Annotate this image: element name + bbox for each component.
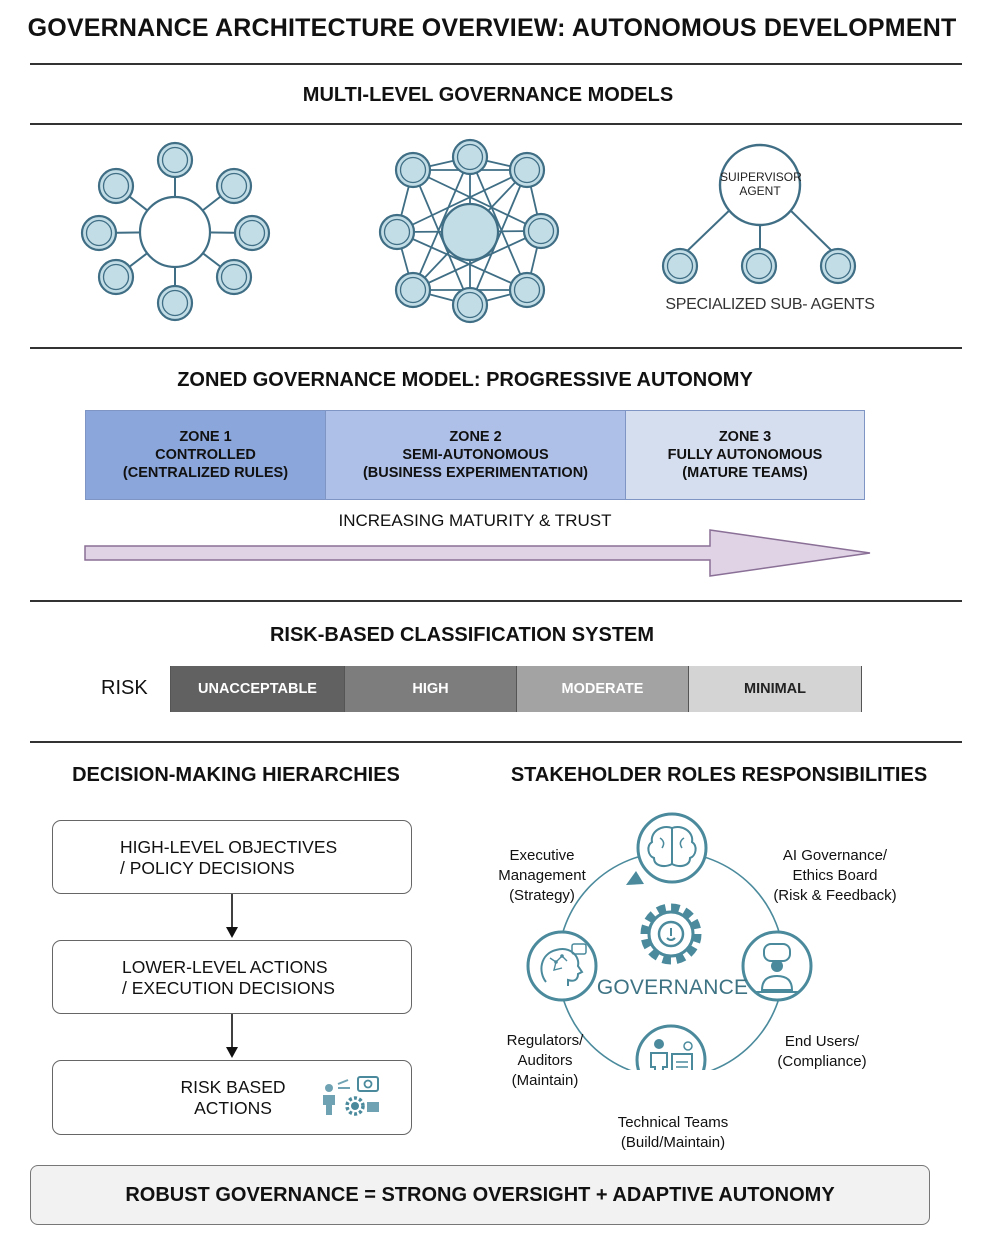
decision-line: ACTIONS [194, 1098, 272, 1118]
stakeholder-line: Management [498, 867, 586, 884]
agent-node [215, 258, 253, 296]
divider [30, 63, 962, 65]
stakeholder-technical-label: Technical Teams (Build/Maintain) [598, 1113, 748, 1153]
decision-line: / POLICY DECISIONS [120, 858, 295, 878]
stakeholder-line: Technical Teams [617, 1114, 729, 1131]
hub-node [440, 202, 500, 262]
stakeholder-line: (Risk & Feedback) [773, 887, 897, 904]
decision-box-policy: HIGH-LEVEL OBJECTIVES / POLICY DECISIONS [52, 820, 412, 894]
section-title-zoned: ZONED GOVERNANCE MODEL: PROGRESSIVE AUTO… [177, 369, 753, 391]
divider [30, 123, 962, 125]
decision-line: HIGH-LEVEL OBJECTIVES [120, 837, 338, 857]
sub-agents-label: SPECIALIZED SUB- AGENTS [665, 296, 875, 313]
supervisor-model [661, 143, 857, 285]
zone-label: ZONE 1 [179, 429, 232, 445]
decision-line: / EXECUTION DECISIONS [122, 978, 335, 998]
agent-node [97, 167, 135, 205]
governance-models-diagram [80, 138, 857, 324]
stakeholder-line: Regulators/ [506, 1032, 584, 1049]
sub-agent-node [740, 247, 778, 285]
agent-node [97, 258, 135, 296]
decision-box-execution: LOWER-LEVEL ACTIONS / EXECUTION DECISION… [52, 940, 412, 1014]
agent-node [451, 138, 489, 176]
agent-node [156, 141, 194, 179]
decision-line: RISK BASED [180, 1077, 286, 1097]
agent-gear-icon [323, 1076, 379, 1116]
supervisor-label-line2: AGENT [739, 184, 781, 198]
zone-label: (CENTRALIZED RULES) [122, 465, 289, 481]
supervisor-agent-label: SUIPERVISOR AGENT [720, 170, 802, 198]
governance-center-label: GOVERNANCE [596, 976, 749, 999]
risk-level-high: HIGH [344, 666, 516, 712]
stakeholder-line: End Users/ [784, 1033, 860, 1050]
team-document-icon [635, 1024, 707, 1070]
governance-gear-icon [640, 903, 702, 965]
zone-2-semi-autonomous: ZONE 2 SEMI-AUTONOMOUS (BUSINESS EXPERIM… [325, 410, 626, 500]
centralized-model [80, 141, 271, 322]
sub-agent-node [819, 247, 857, 285]
stakeholder-line: (Compliance) [777, 1053, 867, 1070]
stakeholder-line: (Strategy) [509, 887, 575, 904]
stakeholder-end-users-label: End Users/ (Compliance) [766, 1032, 878, 1072]
stakeholder-line: Ethics Board [792, 867, 878, 884]
zone-label: (MATURE TEAMS) [682, 465, 808, 481]
agent-node [451, 286, 489, 324]
agent-node [508, 271, 546, 309]
sub-agent-node [661, 247, 699, 285]
zone-label: CONTROLLED [155, 447, 256, 463]
stakeholder-line: (Build/Maintain) [620, 1134, 726, 1151]
agent-node [394, 151, 432, 189]
stakeholder-line: (Maintain) [511, 1072, 579, 1089]
stakeholder-line: Auditors [517, 1052, 573, 1069]
risk-level-moderate: MODERATE [516, 666, 688, 712]
risk-label: RISK [101, 677, 148, 699]
zone-label: SEMI-AUTONOMOUS [402, 447, 549, 463]
supervisor-label-line1: SUIPERVISOR [720, 170, 802, 184]
decision-box-risk-actions: RISK BASED ACTIONS [52, 1060, 412, 1135]
agent-node [215, 167, 253, 205]
section-title-multi-level: MULTI-LEVEL GOVERNANCE MODELS [302, 84, 674, 106]
maturity-label: INCREASING MATURITY & TRUST [338, 511, 612, 530]
summary-banner: ROBUST GOVERNANCE = STRONG OVERSIGHT + A… [30, 1165, 930, 1225]
risk-level-unacceptable: UNACCEPTABLE [171, 666, 344, 712]
arrow-down-icon [226, 1014, 238, 1058]
divider [30, 741, 962, 743]
ethics-board-icon [741, 930, 813, 1002]
stakeholder-regulators-label: Regulators/ Auditors (Maintain) [495, 1031, 595, 1091]
zone-label: FULLY AUTONOMOUS [667, 447, 823, 463]
brain-icon [636, 812, 708, 884]
zone-label: ZONE 3 [718, 429, 772, 445]
agent-node [80, 214, 118, 252]
section-title-risk: RISK-BASED CLASSIFICATION SYSTEM [269, 624, 655, 646]
divider [30, 347, 962, 349]
maturity-arrow [84, 529, 871, 577]
hub-node [138, 195, 212, 269]
agent-node [156, 284, 194, 322]
stakeholder-line: Executive [509, 847, 575, 864]
agent-node [233, 214, 271, 252]
zone-3-fully-autonomous: ZONE 3 FULLY AUTONOMOUS (MATURE TEAMS) [625, 410, 865, 500]
agent-node [508, 151, 546, 189]
decision-line: LOWER-LEVEL ACTIONS [122, 957, 328, 977]
supervisor-node [718, 143, 802, 227]
stakeholder-line: AI Governance/ [782, 847, 888, 864]
zone-label: ZONE 2 [449, 429, 502, 445]
stakeholder-executive-label: Executive Management (Strategy) [482, 846, 602, 906]
stakeholder-cycle-diagram [526, 812, 813, 1070]
risk-level-minimal: MINIMAL [688, 666, 861, 712]
agent-node [522, 212, 560, 250]
agent-node [394, 271, 432, 309]
divider [30, 600, 962, 602]
head-network-icon [526, 930, 598, 1002]
arrow-down-icon [226, 894, 238, 938]
section-title-decision: DECISION-MAKING HIERARCHIES [72, 764, 400, 786]
section-title-stakeholder: STAKEHOLDER ROLES RESPONSIBILITIES [510, 764, 928, 786]
stakeholder-ai-board-label: AI Governance/ Ethics Board (Risk & Feed… [762, 846, 908, 906]
agent-node [378, 213, 416, 251]
zone-label: (BUSINESS EXPERIMENTATION) [362, 465, 589, 481]
zone-1-controlled: ZONE 1 CONTROLLED (CENTRALIZED RULES) [85, 410, 326, 500]
page-title: GOVERNANCE ARCHITECTURE OVERVIEW: AUTONO… [27, 14, 957, 42]
cycle-arrowhead [626, 871, 644, 885]
